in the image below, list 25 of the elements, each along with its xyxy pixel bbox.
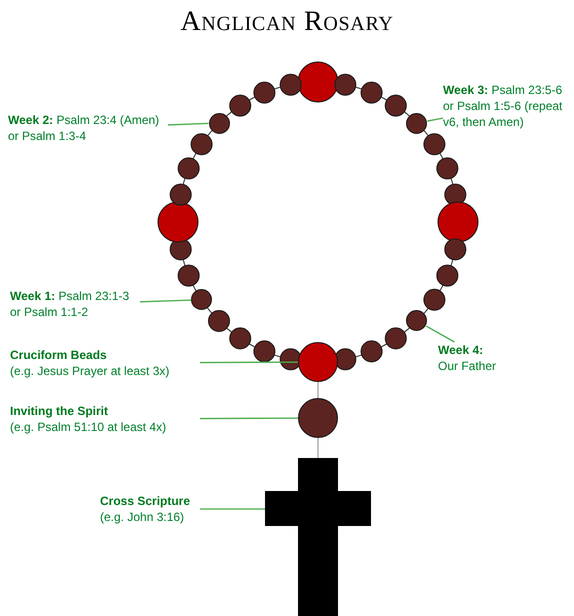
callout-heading: Inviting the Spirit — [10, 403, 109, 419]
bead — [298, 342, 338, 382]
callout-heading: Cross Scripture — [100, 493, 192, 509]
callout-heading: Week 4: — [438, 342, 484, 358]
callout-text: Week 2: Psalm 23:4 (Amen) or Psalm 1:3-4 — [8, 112, 168, 144]
bead — [298, 398, 338, 438]
callout-text: (e.g. Psalm 51:10 at least 4x) — [10, 419, 168, 435]
bead — [208, 112, 230, 134]
callout-text: Our Father — [438, 358, 498, 374]
leader-line — [200, 508, 265, 510]
leader-line — [426, 326, 455, 343]
leader-line — [168, 122, 209, 126]
leader-line — [427, 118, 444, 122]
callout-text: (e.g. Jesus Prayer at least 3x) — [10, 363, 170, 379]
bead — [406, 112, 428, 134]
title: Anglican Rosary — [179, 6, 395, 38]
callout-text: Week 3: Psalm 23:5-6 or Psalm 1:5-6 (repeat v6, then Amen) — [443, 82, 573, 130]
bead — [191, 289, 212, 310]
leader-line — [200, 417, 298, 420]
callout-heading: Cruciform Beads — [10, 347, 108, 363]
callout-text: Week 1: Psalm 23:1-3 or Psalm 1:1-2 — [10, 288, 140, 320]
leader-line — [140, 299, 192, 302]
bead — [406, 310, 428, 332]
callout-text: (e.g. John 3:16) — [100, 509, 186, 525]
leader-line — [200, 361, 298, 364]
